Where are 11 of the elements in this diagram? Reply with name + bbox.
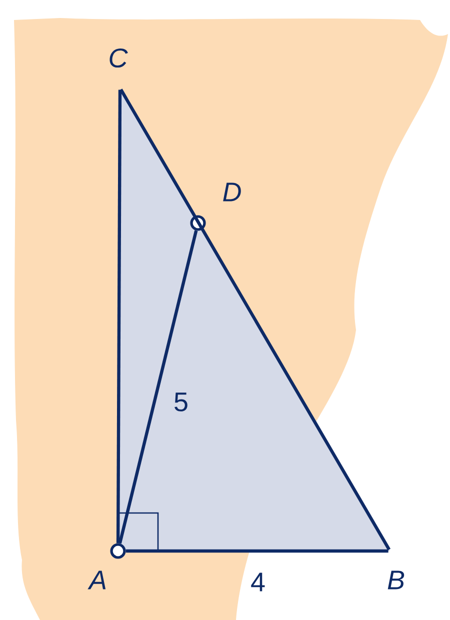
line-segment (126, 549, 388, 553)
point-label: C (110, 48, 128, 68)
point-label: D (223, 182, 241, 202)
line-segment (116, 90, 122, 544)
edge-label: 4 (251, 572, 265, 592)
point (110, 543, 126, 559)
point (190, 215, 206, 231)
line-segment (118, 230, 198, 544)
edge-label: 5 (174, 392, 188, 412)
point-label: A (88, 570, 106, 590)
point-label: B (388, 570, 404, 590)
